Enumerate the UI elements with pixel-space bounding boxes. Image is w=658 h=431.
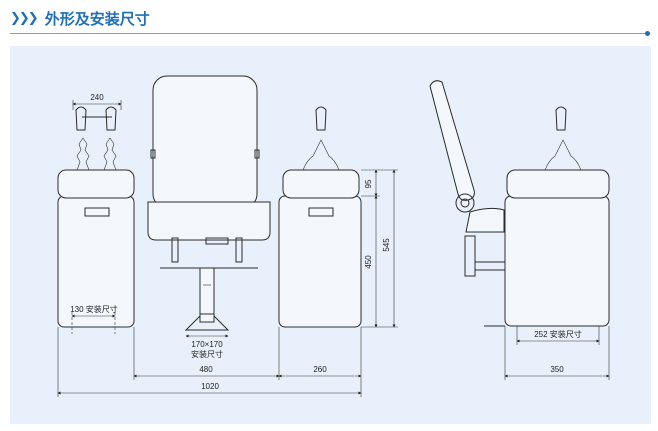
dim-260: 260	[313, 365, 327, 374]
dim-post-base-caption: 安装尺寸	[191, 349, 223, 359]
dim-95: 95	[364, 179, 373, 188]
dim-450: 450	[364, 255, 373, 269]
header-divider	[10, 33, 648, 34]
triple-chevron-right-icon: ❯❯❯	[10, 10, 39, 26]
header-divider-dot	[645, 31, 650, 36]
dim-350: 350	[550, 365, 564, 374]
dim-240: 240	[90, 93, 104, 102]
joystick-pair	[75, 106, 117, 171]
right-console	[278, 106, 362, 328]
left-console	[57, 100, 135, 328]
section-header: ❯❯❯ 外形及安装尺寸	[10, 6, 150, 30]
dim-post-base: 170×170	[191, 340, 223, 349]
dim-130-mount: 130 安装尺寸	[70, 304, 118, 314]
dim-480: 480	[199, 365, 213, 374]
front-seat	[147, 75, 271, 331]
side-view	[429, 80, 610, 327]
section-title: 外形及安装尺寸	[44, 9, 150, 28]
dim-1020: 1020	[201, 382, 219, 391]
dim-252-mount: 252 安装尺寸	[534, 329, 582, 339]
dim-545: 545	[382, 238, 391, 252]
